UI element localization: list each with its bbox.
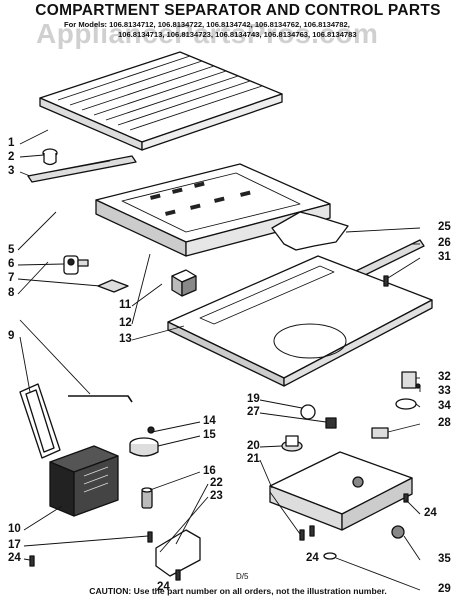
callout-7: 7 [8,272,15,284]
part-8-wire [68,395,133,403]
page-reference: D/5 [236,572,249,581]
callout-24-bottom: 24 [306,552,319,564]
part-16-shaft [141,487,153,509]
part-10-control-box [49,445,119,517]
callout-28: 28 [438,417,451,429]
callout-21: 21 [247,453,260,465]
leader-lines [17,129,421,591]
callout-19: 19 [247,393,260,405]
diagram-title: COMPARTMENT SEPARATOR AND CONTROL PARTS [35,2,441,19]
model-list-line-2: 106.8134713, 106.8134723, 106.8134743, 1… [118,30,357,39]
callout-10: 10 [8,523,21,535]
part-14-control-knob [129,426,159,457]
part-27-clip [325,417,337,429]
part-25-plate [271,211,349,251]
callout-20: 20 [247,440,260,452]
callout-22: 22 [210,477,223,489]
callout-13: 13 [119,333,132,345]
part-19-bulb [300,404,316,420]
callout-16: 16 [203,465,216,477]
part-knob [42,148,58,166]
callout-26: 26 [438,237,451,249]
screw-group [29,275,409,581]
part-29-foot [323,552,337,560]
part-clamp [63,255,89,275]
part-strip [27,155,137,183]
callout-24-left: 24 [8,552,21,564]
callout-31: 31 [438,251,451,263]
part-32-bracket [401,371,417,389]
part-35-nut [391,525,405,539]
part-34-wheel [395,398,417,410]
part-33-screw [415,383,421,389]
callout-29: 29 [438,583,451,595]
callout-3: 3 [8,165,15,177]
watermark: AppliancePartsPros.com [36,18,379,49]
callout-24-lower: 24 [157,581,170,593]
part-bracket [97,279,129,293]
callout-27: 27 [247,406,260,418]
callout-12: 12 [119,317,132,329]
callout-15: 15 [203,429,216,441]
callout-35: 35 [438,553,451,565]
callout-34: 34 [438,400,451,412]
callout-6: 6 [8,258,15,270]
part-9-gasket [19,383,61,459]
part-28-switch [371,427,389,439]
model-list-line-1: For Models: 106.8134712, 106.8134722, 10… [64,20,350,29]
callout-8: 8 [8,287,15,299]
callout-14: 14 [203,415,216,427]
callout-33: 33 [438,385,451,397]
part-20-control [281,435,303,452]
callout-24-right: 24 [424,507,437,519]
callout-11: 11 [119,299,132,311]
callout-2: 2 [8,151,15,163]
caution-note: CAUTION: Use the part number on all orde… [89,586,387,596]
part-21-housing [269,451,413,531]
callout-23: 23 [210,490,223,502]
callout-25: 25 [438,221,451,233]
callout-9: 9 [8,330,15,342]
callout-5: 5 [8,244,15,256]
part-11-block [171,269,197,297]
part-13-base-plate [167,255,433,387]
part-cover-grille [39,51,283,151]
callout-32: 32 [438,371,451,383]
callout-1: 1 [8,137,15,149]
callout-17: 17 [8,539,21,551]
part-22-bracket [155,529,201,577]
